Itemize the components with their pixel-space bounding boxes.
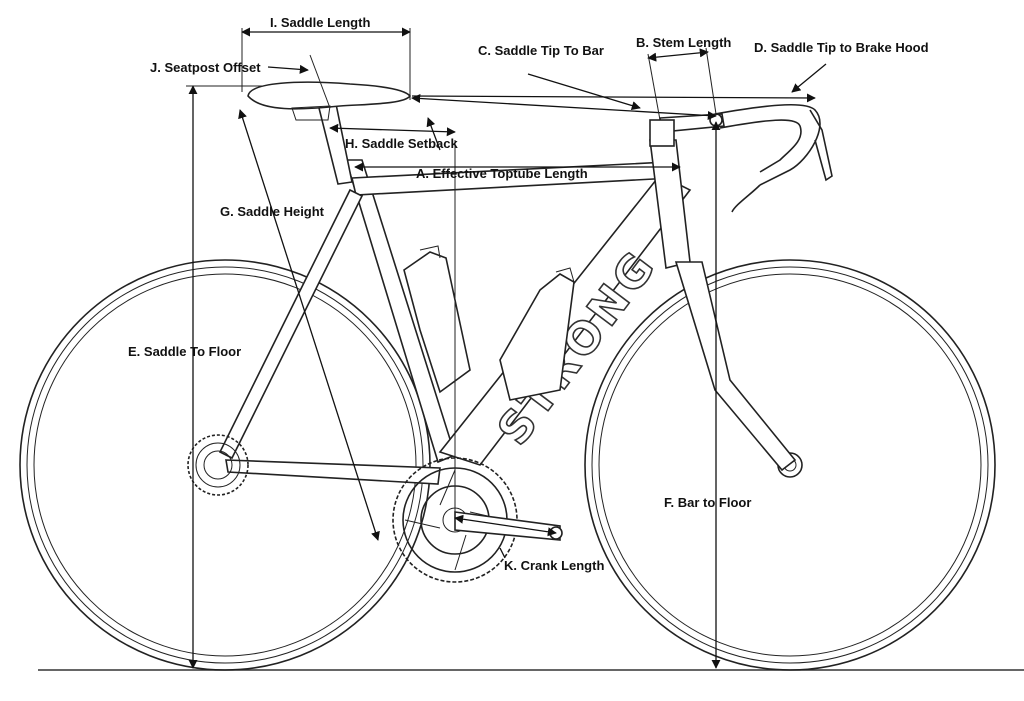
label-saddle-setback: H. Saddle Setback (345, 136, 458, 151)
dim-saddle-tip-to-hood (411, 93, 816, 103)
label-saddle-height: G. Saddle Height (220, 204, 325, 219)
dim-saddle-height (238, 109, 380, 541)
bottle-1 (403, 245, 471, 394)
dim-crank-length (454, 514, 557, 537)
label-effective-toptube-length: A. Effective Toptube Length (416, 166, 588, 181)
dim-stem-length (647, 47, 717, 121)
front-wheel (584, 259, 996, 671)
dim-saddle-tip-to-bar (527, 73, 641, 110)
dim-seatpost-offset (267, 64, 309, 74)
label-saddle-tip-to-bar: C. Saddle Tip To Bar (478, 43, 604, 58)
label-stem-length: B. Stem Length (636, 35, 731, 50)
bottle-2 (499, 267, 575, 401)
label-seatpost-offset: J. Seatpost Offset (150, 60, 261, 75)
label-saddle-to-floor: E. Saddle To Floor (128, 344, 241, 359)
rear-wheel (19, 259, 431, 671)
handlebar (709, 103, 833, 213)
label-bar-to-floor: F. Bar to Floor (664, 495, 751, 510)
label-saddle-tip-to-brake-hood: D. Saddle Tip to Brake Hood (754, 40, 929, 55)
label-saddle-length: I. Saddle Length (270, 15, 370, 30)
saddle (247, 81, 412, 121)
label-crank-length: K. Crank Length (504, 558, 604, 573)
dim-saddle-length (241, 27, 411, 100)
